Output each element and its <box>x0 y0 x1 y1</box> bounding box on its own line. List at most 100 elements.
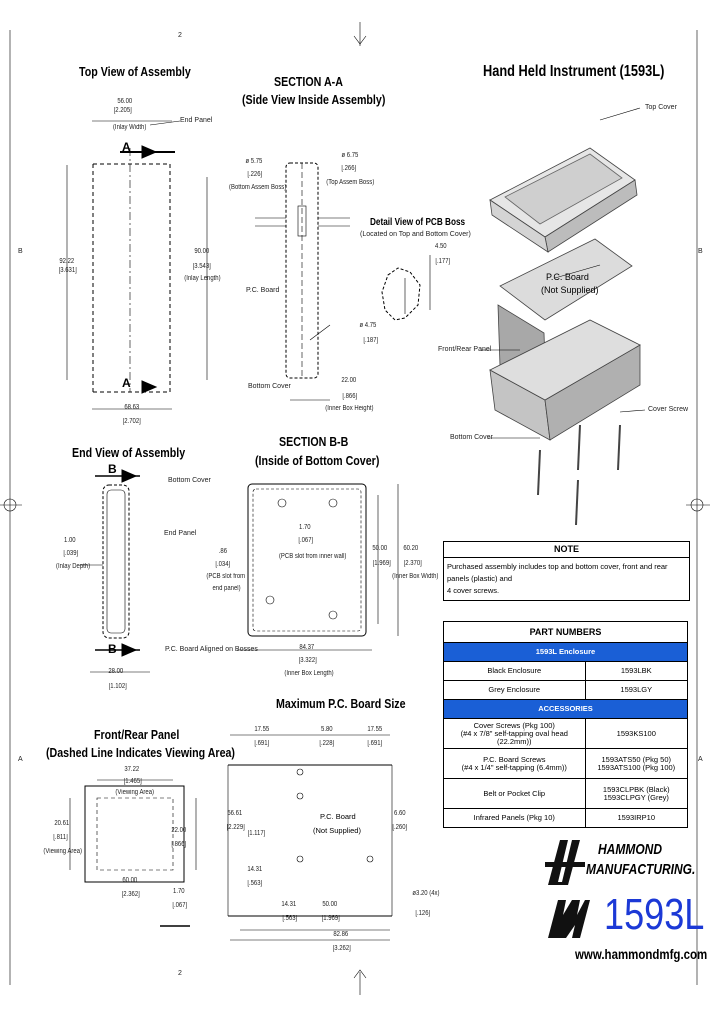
mp-d1-in: [.691] <box>254 740 270 747</box>
pcb-boss-dim2: ø 4.75 <box>359 322 377 329</box>
hh-front-rear: Front/Rear Panel <box>438 346 492 353</box>
acc-name: Belt or Pocket Clip <box>443 778 586 809</box>
brand-company1: HAMMOND <box>598 841 662 858</box>
mp-not-supplied: (Not Supplied) <box>313 826 361 835</box>
part-number: 1593LGY <box>584 680 689 700</box>
table-row: Infrared Panels (Pkg 10) 1593IRP10 <box>443 808 689 828</box>
part-number: 1593LBK <box>584 661 689 681</box>
fr-view-w-in: [1.465] <box>123 778 142 785</box>
fr-view-w-note: (Viewing Area) <box>115 789 155 796</box>
end-width: 28.00 <box>108 668 124 675</box>
mp-total-in: [3.262] <box>332 945 351 952</box>
note-box: NOTE Purchased assembly includes top and… <box>443 541 690 601</box>
mp-left-in: [2.229] <box>226 824 245 831</box>
fr-thick-in: [.067] <box>172 902 188 909</box>
aa-boss-left: ø 5.75 <box>245 158 263 165</box>
mp-d4: 14.31 <box>247 866 263 873</box>
section-a-top: A <box>122 140 131 154</box>
hh-not-supplied: (Not Supplied) <box>541 285 599 295</box>
border-mark-bottom: 2 <box>178 970 182 977</box>
mp-d6: 50.00 <box>322 901 338 908</box>
mp-d5: 14.31 <box>281 901 297 908</box>
part-numbers-table: PART NUMBERS 1593L Enclosure Black Enclo… <box>443 621 689 828</box>
pcb-boss-dim1-in: [.177] <box>435 258 451 265</box>
mp-d2: 5.80 <box>321 726 333 733</box>
bb-len-in: [3.322] <box>298 657 317 664</box>
table-row: Grey Enclosure 1593LGY <box>443 680 689 700</box>
acc-part: 1593ATS50 (Pkg 50)1593ATS100 (Pkg 100) <box>584 748 689 779</box>
border-mark-top: 2 <box>178 32 182 39</box>
section-b-top: B <box>108 462 117 476</box>
acc-part: 1593KS100 <box>584 718 689 749</box>
hh-bottom-cover: Bottom Cover <box>450 434 493 441</box>
mp-d6-in: [1.969] <box>321 915 340 922</box>
mp-hole: ø3.20 (4x) <box>412 890 440 897</box>
mp-left: 56.61 <box>227 810 243 817</box>
top-dim-length-note: (Inlay Length) <box>184 275 221 282</box>
note-text2: 4 cover screws. <box>447 586 500 595</box>
brand-url[interactable]: www.hammondmfg.com <box>575 946 708 962</box>
acc-name: Infrared Panels (Pkg 10) <box>443 808 586 828</box>
top-dim-bottom: 68.63 <box>124 404 140 411</box>
mp-left2: [1.117] <box>247 830 266 837</box>
aa-boss-right: ø 6.75 <box>341 152 359 159</box>
acc-part: 1593CLPBK (Black)1593CLPGY (Grey) <box>584 778 689 809</box>
bb-w2-in: [2.370] <box>403 560 422 567</box>
fr-view-h-in: [.811] <box>53 834 68 841</box>
fr-height-in: [.866] <box>171 841 187 848</box>
aa-inner-height: 22.00 <box>341 377 357 384</box>
brand-model: 1593L <box>604 890 705 939</box>
hand-held-title: Hand Held Instrument (1593L) <box>483 63 665 80</box>
bb-len-note: (Inner Box Length) <box>284 670 334 677</box>
border-mark-left-a: A <box>18 756 23 763</box>
mp-d2-in: [.228] <box>319 740 335 747</box>
table-row: Belt or Pocket Clip 1593CLPBK (Black)159… <box>443 778 689 809</box>
mp-pcb: P.C. Board <box>320 812 356 821</box>
note-heading: NOTE <box>444 542 689 558</box>
acc-name: P.C. Board Screws(#4 x 1/4" self-tapping… <box>443 748 586 779</box>
bb-len: 84.37 <box>299 644 315 651</box>
fr-width-in: [2.362] <box>121 891 140 898</box>
table-row: P.C. Board Screws(#4 x 1/4" self-tapping… <box>443 748 689 779</box>
hh-cover-screw: Cover Screw <box>648 406 689 413</box>
parts-heading: PART NUMBERS <box>443 621 688 643</box>
top-dim-width-in: [2.205] <box>113 107 132 114</box>
mp-right-in: [.260] <box>392 824 408 831</box>
fr-view-h-note: (Viewing Area) <box>43 848 83 855</box>
end-width-in: [1.102] <box>108 683 127 690</box>
table-row: Black Enclosure 1593LBK <box>443 661 689 681</box>
note-text1: Purchased assembly includes top and bott… <box>447 562 668 583</box>
fr-width: 60.00 <box>122 877 138 884</box>
mp-right: 6.60 <box>394 810 406 817</box>
section-a-bottom: A <box>122 376 131 390</box>
mp-d1: 17.55 <box>254 726 270 733</box>
top-dim-bottom-in: [2.702] <box>122 418 141 425</box>
mp-d5-in: [.563] <box>282 915 298 922</box>
end-depth: 1.00 <box>64 537 76 544</box>
border-mark-left-b: B <box>18 248 23 255</box>
aa-bottom-cover: Bottom Cover <box>248 383 291 390</box>
mp-hole-in: [.126] <box>415 910 431 917</box>
fr-thick: 1.70 <box>173 888 185 895</box>
aa-boss-right-in: [.266] <box>341 165 357 172</box>
acc-name: Cover Screws (Pkg 100)(#4 x 7/8" self-ta… <box>443 718 586 749</box>
bb-slot: .86 <box>218 548 228 555</box>
hh-top-cover: Top Cover <box>645 104 677 111</box>
front-rear-title: Front/Rear Panel <box>94 727 180 742</box>
end-depth-in: [.039] <box>63 550 79 557</box>
brand-company2: MANUFACTURING. <box>586 861 696 878</box>
bb-mid-note: (PCB slot from inner wall) <box>278 553 347 560</box>
pcb-boss-dim2-in: [.187] <box>363 337 379 344</box>
bb-w1: 50.00 <box>372 545 388 552</box>
fr-view-h: 20.61 <box>54 820 70 827</box>
top-dim-width: 56.00 <box>117 98 133 105</box>
border-mark-right-a: A <box>698 756 703 763</box>
section-aa-subtitle: (Side View Inside Assembly) <box>242 92 386 107</box>
part-name: Black Enclosure <box>443 661 586 681</box>
section-bb-subtitle: (Inside of Bottom Cover) <box>255 453 380 468</box>
top-dim-height-in: [3.631] <box>58 267 77 274</box>
bb-slot-note1: (PCB slot from <box>206 573 246 580</box>
section-aa-title: SECTION A-A <box>274 74 343 89</box>
fr-view-w: 37.22 <box>124 766 140 773</box>
end-depth-note: (Inlay Depth) <box>56 563 91 570</box>
